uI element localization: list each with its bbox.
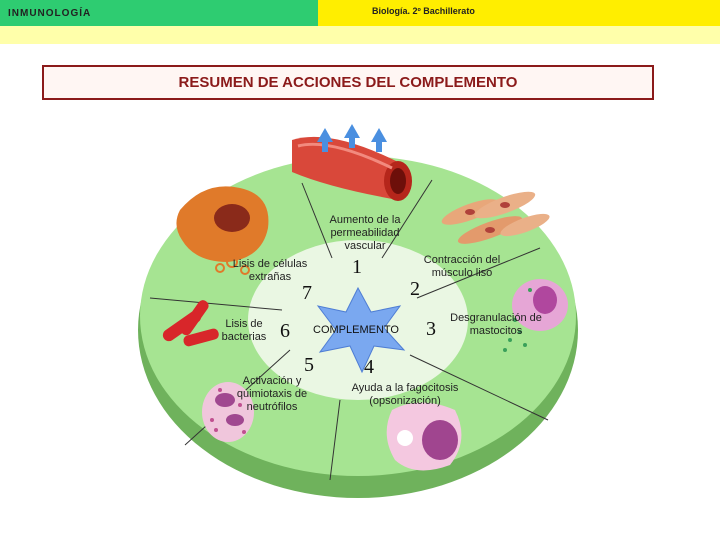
center-label: COMPLEMENTO: [313, 324, 399, 336]
divider-1-2: [381, 179, 433, 259]
action-label-5: Activación y quimiotaxis de neutrófilos: [236, 375, 308, 414]
divider-3-4: [409, 354, 549, 421]
foreign-cell-illustration: [176, 186, 269, 275]
action-label-2: Contracción del músculo liso: [423, 254, 501, 280]
divider-7-1: [301, 182, 333, 259]
header-left-bar: [0, 0, 318, 26]
divider-6-7: [149, 297, 283, 311]
action-label-1: Aumento de la permeabilidad vascular: [329, 214, 401, 253]
action-number-5: 5: [304, 354, 314, 376]
phagocyte-illustration: [386, 402, 462, 471]
complement-star: [316, 286, 406, 374]
header-band: [0, 26, 720, 44]
header-right-bar: [318, 0, 720, 26]
bacteria-illustration: [162, 300, 219, 347]
header-subject: INMUNOLOGÍA: [8, 8, 92, 19]
page-title: RESUMEN DE ACCIONES DEL COMPLEMENTO: [178, 74, 518, 91]
action-number-2: 2: [410, 278, 420, 300]
action-number-4: 4: [364, 356, 374, 378]
divider-4-5: [329, 399, 341, 481]
action-number-3: 3: [426, 318, 436, 340]
action-label-7: Lisis de células extrañas: [232, 258, 308, 284]
action-label-3: Desgranulación de mastocitos: [450, 312, 542, 338]
divider-2-3: [416, 247, 541, 299]
header-course: Biología. 2º Bachillerato: [372, 6, 475, 16]
action-label-4: Ayuda a la fagocitosis (opsonización): [351, 382, 459, 408]
smooth-muscle-illustration: [441, 191, 550, 244]
title-box: RESUMEN DE ACCIONES DEL COMPLEMENTO: [42, 65, 654, 100]
mast-cell-illustration: [503, 279, 568, 352]
blood-vessel-illustration: [292, 136, 412, 201]
action-number-6: 6: [280, 320, 290, 342]
permeability-arrows: [317, 124, 387, 152]
action-label-6: Lisis de bacterias: [221, 318, 267, 344]
neutrophil-illustration: [202, 382, 254, 442]
action-number-1: 1: [352, 256, 362, 278]
action-number-7: 7: [302, 282, 312, 304]
